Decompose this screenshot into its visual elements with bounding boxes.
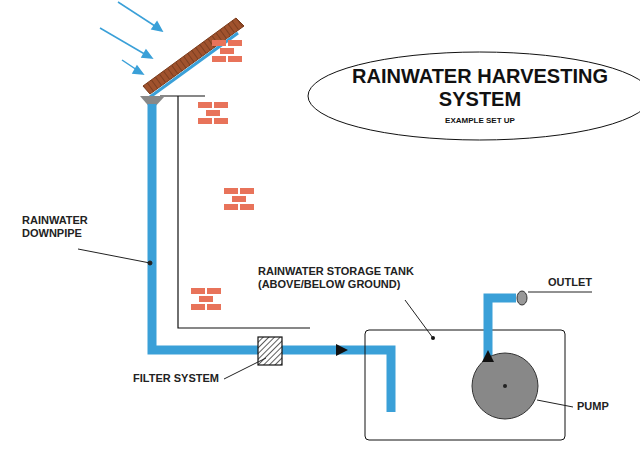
brick xyxy=(191,304,205,310)
flow-arrow xyxy=(482,350,494,362)
brick xyxy=(228,56,242,62)
brick xyxy=(191,288,205,294)
wall xyxy=(178,96,310,328)
part-label: FILTER SYSTEM xyxy=(133,372,223,385)
pump-symbol xyxy=(472,353,538,419)
brick xyxy=(198,118,212,124)
part-label: RAINWATER DOWNPIPE xyxy=(22,214,112,240)
brick xyxy=(228,40,242,46)
filter-symbol xyxy=(258,337,282,365)
title-ellipse: RAINWATER HARVESTING SYSTEM EXAMPLE SET U… xyxy=(307,51,640,141)
brick xyxy=(207,304,221,310)
ellipse-text: RAINWATER HARVESTING SYSTEM EXAMPLE SET U… xyxy=(350,65,610,127)
outlet-nozzle xyxy=(517,291,527,305)
brick xyxy=(198,102,212,108)
brick xyxy=(199,296,213,302)
downpipe xyxy=(152,104,391,412)
brick xyxy=(212,56,226,62)
storage-tank xyxy=(365,330,565,440)
brick xyxy=(240,204,254,210)
title-text: RAINWATER HARVESTING SYSTEM xyxy=(350,65,610,111)
brick xyxy=(206,110,220,116)
brick xyxy=(220,48,234,54)
rain-arrows xyxy=(100,2,162,74)
roof-runoff xyxy=(150,33,238,97)
part-label: OUTLET xyxy=(548,276,608,289)
brick xyxy=(232,196,246,202)
brick xyxy=(214,118,228,124)
brick xyxy=(224,188,238,194)
roof xyxy=(143,18,244,94)
bricks xyxy=(191,40,254,310)
part-label: RAINWATER STORAGE TANK (ABOVE/BELOW GROU… xyxy=(258,265,443,291)
pump-centre xyxy=(503,384,507,388)
brick xyxy=(212,40,226,46)
brick xyxy=(214,102,228,108)
flow-arrow xyxy=(336,344,348,356)
subtitle-text: EXAMPLE SET UP xyxy=(350,115,610,127)
brick xyxy=(207,288,221,294)
brick xyxy=(240,188,254,194)
brick xyxy=(224,204,238,210)
part-label: PUMP xyxy=(577,400,627,413)
leader-lines xyxy=(78,249,592,407)
wall-top xyxy=(160,95,205,96)
